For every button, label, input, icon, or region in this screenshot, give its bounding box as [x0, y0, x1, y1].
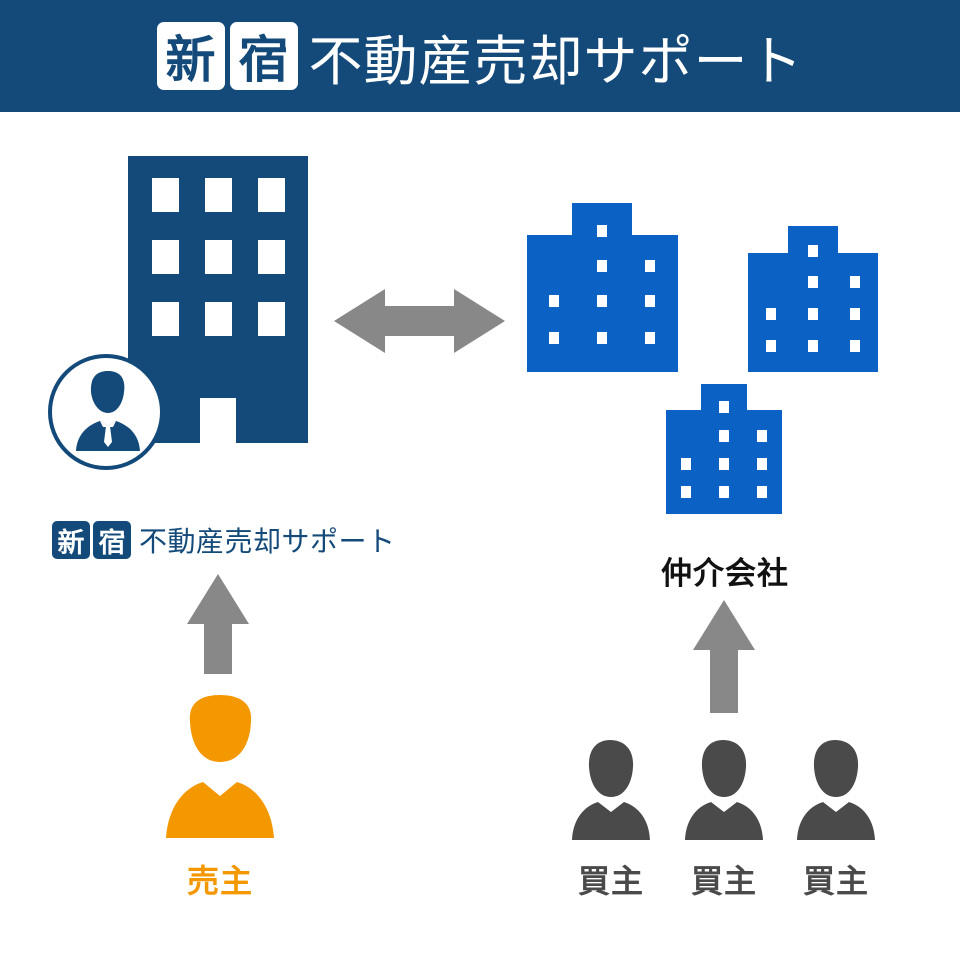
businessman-icon — [48, 354, 164, 470]
company-box-juku: 宿 — [93, 521, 131, 559]
person-icon — [797, 740, 875, 840]
seller-label: 売主 — [186, 862, 253, 900]
company-label: 新 宿 不動産売却サポート — [52, 520, 396, 560]
buyer-label: 買主 — [690, 862, 757, 900]
company-title: 不動産売却サポート — [139, 525, 396, 558]
up-arrow-icon — [187, 574, 249, 674]
header-banner: 新 宿 不動産売却サポート — [0, 0, 960, 112]
agency-label: 仲介会社 — [661, 556, 789, 592]
apartment-building-icon — [666, 384, 782, 514]
apartment-building-icon — [748, 226, 878, 372]
brand-box-shin: 新 — [156, 22, 225, 90]
up-arrow-icon — [693, 600, 755, 713]
buyer-label: 買主 — [802, 862, 869, 900]
brand-title: 不動産売却サポート — [308, 29, 804, 93]
person-icon — [685, 740, 763, 840]
buyer-label: 買主 — [577, 862, 644, 900]
company-box-shin: 新 — [52, 521, 90, 559]
brand-box-juku: 宿 — [229, 22, 298, 90]
apartment-building-icon — [527, 203, 678, 372]
double-arrow-icon — [334, 289, 505, 353]
person-icon — [166, 695, 274, 838]
person-icon — [572, 740, 650, 840]
header-brand: 新 宿 不動産売却サポート — [156, 17, 804, 96]
